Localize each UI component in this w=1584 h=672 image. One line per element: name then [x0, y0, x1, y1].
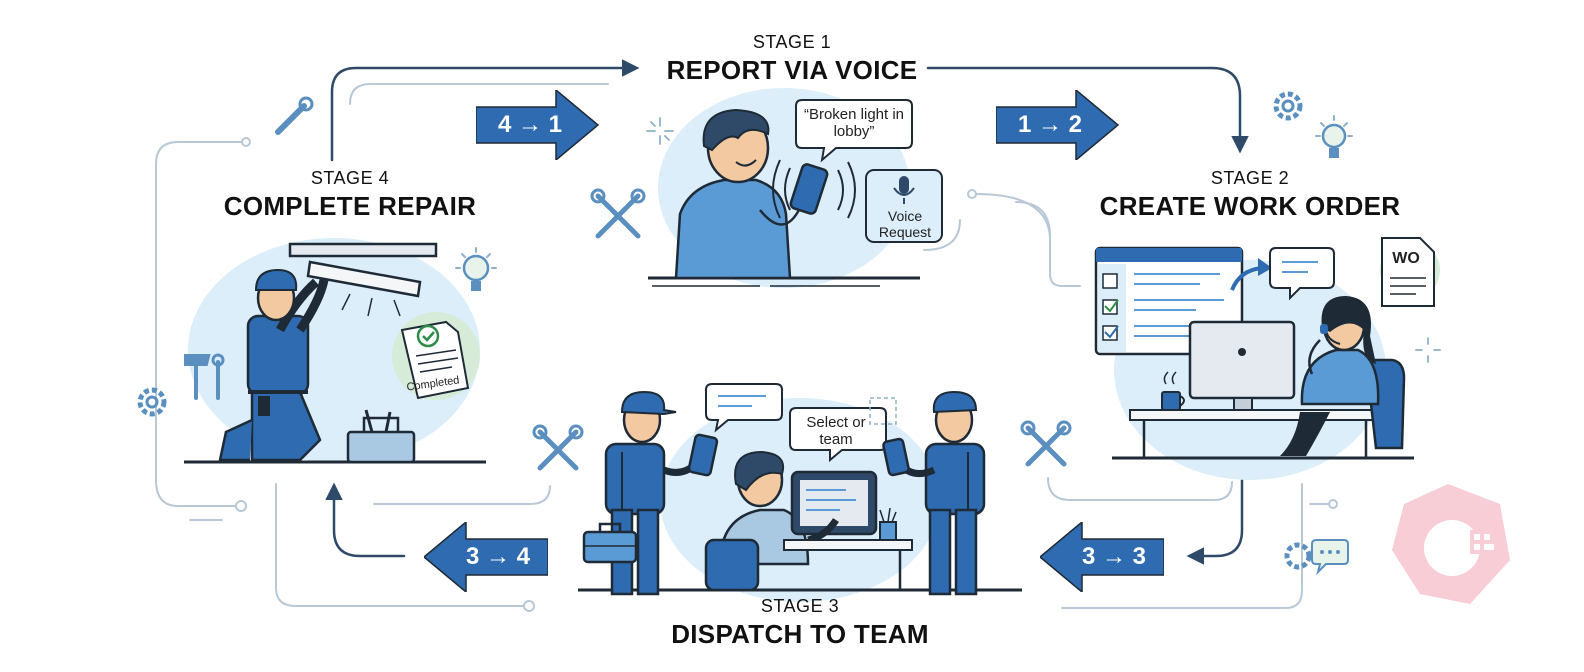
lightbulb-icon [455, 247, 497, 291]
gear-icon [137, 387, 167, 417]
stage-title: REPORT VIA VOICE [666, 55, 918, 85]
arrow-3-to-4: 3 → 4 [424, 522, 548, 592]
stage4-label: STAGE 4 COMPLETE REPAIR [180, 168, 520, 222]
flow-connectors [325, 59, 1249, 565]
stage-number: STAGE 4 [310, 168, 390, 188]
stage-number: STAGE 2 [1210, 168, 1290, 188]
logo-watermark [1392, 484, 1510, 604]
stage-title: COMPLETE REPAIR [223, 191, 477, 221]
arrow-1-to-2: 1 → 2 [996, 90, 1120, 160]
arrow-label: 4 → 1 [497, 111, 563, 138]
hammer-icon [184, 353, 225, 400]
stage-number: STAGE 1 [752, 32, 832, 52]
work-order-badge: WO [1392, 250, 1420, 267]
wrench-icon [275, 96, 314, 135]
stage3-label: STAGE 3 DISPATCH TO TEAM [640, 596, 960, 650]
decorative-lines [155, 83, 1338, 612]
stage2-illustration [1094, 237, 1441, 480]
stage1-illustration [646, 88, 943, 288]
stage-number: STAGE 3 [760, 596, 840, 616]
arrow-label: 3 → 4 [465, 543, 531, 570]
gear-chat-icon [1284, 539, 1349, 576]
stage-title: CREATE WORK ORDER [1099, 191, 1401, 221]
sparkle-icon [646, 117, 674, 145]
voice-request-label: Voice Request [878, 208, 932, 240]
coffee-cup-icon [1161, 371, 1185, 411]
arrow-label: 3 → 3 [1081, 543, 1147, 570]
gear-icon [1273, 91, 1303, 121]
microphone-icon [893, 176, 915, 204]
crossed-tools-icon [1020, 420, 1072, 467]
arrow-label: 1 → 2 [1017, 111, 1083, 138]
crossed-tools-icon [590, 188, 646, 239]
stage2-label: STAGE 2 CREATE WORK ORDER [1080, 168, 1420, 222]
arrow-3-to-3: 3 → 3 [1040, 522, 1164, 592]
select-team-bubble-text: Select or team [806, 414, 866, 448]
stage-title: DISPATCH TO TEAM [671, 619, 929, 649]
quote-bubble-text: “Broken light in lobby” [803, 106, 905, 140]
lightbulb-icon [1315, 115, 1353, 158]
stage1-label: STAGE 1 REPORT VIA VOICE [632, 32, 952, 86]
arrow-4-to-1: 4 → 1 [476, 90, 600, 160]
crossed-tools-icon [532, 424, 584, 471]
stage4-illustration [184, 238, 486, 464]
stage3-illustration [578, 383, 1022, 602]
